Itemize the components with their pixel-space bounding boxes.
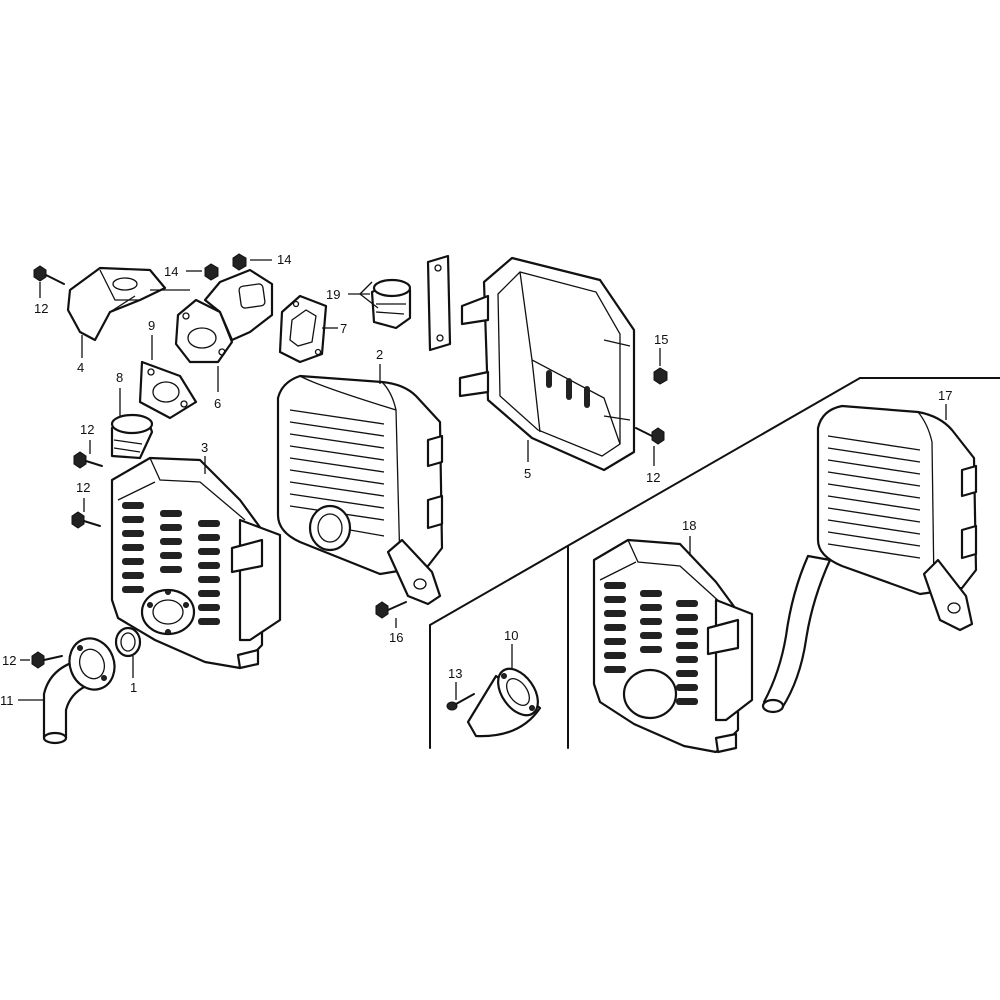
vent-slots (122, 502, 220, 625)
bolt-12-icon (71, 511, 101, 529)
callout-12: 12 (2, 653, 16, 668)
part-10-exhaust-deflector (466, 667, 542, 738)
callout-10: 10 (504, 628, 518, 643)
callout-14: 14 (277, 252, 291, 267)
screw-13-icon (446, 693, 475, 711)
callout-12: 12 (80, 422, 94, 437)
muffler-ribs (827, 435, 921, 559)
callout-17: 17 (938, 388, 952, 403)
bolt-12-icon (31, 651, 63, 669)
part-19-spark-arrester (370, 278, 412, 330)
callout-5: 5 (524, 466, 531, 481)
nut-14-icon (204, 263, 219, 281)
nut-14-icon (232, 253, 247, 271)
bolt-12-icon (73, 451, 103, 469)
callout-4: 4 (77, 360, 84, 375)
callout-15: 15 (654, 332, 668, 347)
part-5-heat-shield-frame (458, 256, 636, 472)
callout-16: 16 (389, 630, 403, 645)
callout-13: 13 (448, 666, 462, 681)
callout-19: 19 (326, 287, 340, 302)
part-2-muffler (276, 374, 444, 606)
part-6-exhaust-pipe-joint (174, 268, 274, 364)
bolt-12-icon (33, 265, 65, 285)
callout-12: 12 (76, 480, 90, 495)
part-1-gasket-ring (114, 626, 142, 658)
leader-line (359, 293, 379, 309)
gasket-strip (426, 254, 452, 352)
part-11-tail-pipe (42, 637, 116, 745)
callout-2: 2 (376, 347, 383, 362)
vent-slots (604, 582, 698, 705)
callout-labels: 12 4 14 14 9 6 8 12 12 3 12 11 1 19 7 2 … (0, 252, 952, 708)
part-7-gasket (278, 294, 328, 364)
part-17-muffler-assembly (761, 404, 978, 714)
part-8-arrester-screen (110, 413, 154, 460)
muffler-ribs (289, 409, 385, 537)
part-18-muffler-protector (592, 538, 754, 754)
callout-6: 6 (214, 396, 221, 411)
callout-8: 8 (116, 370, 123, 385)
callout-12: 12 (646, 470, 660, 485)
part-3-muffler-protector (110, 456, 282, 670)
callout-3: 3 (201, 440, 208, 455)
leader-line (359, 281, 373, 295)
callout-7: 7 (340, 321, 347, 336)
callout-18: 18 (682, 518, 696, 533)
callout-9: 9 (148, 318, 155, 333)
callout-1: 1 (130, 680, 137, 695)
part-9-gasket (138, 360, 198, 420)
section-divider-lines (429, 377, 1000, 749)
nut-15-icon (653, 367, 668, 385)
bolt-16-icon (375, 601, 407, 619)
part-4-exhaust-protector (66, 266, 167, 342)
callout-11: 11 (0, 693, 14, 708)
callout-12: 12 (34, 301, 48, 316)
bolt-12-icon (635, 427, 665, 445)
callout-14: 14 (164, 264, 178, 279)
